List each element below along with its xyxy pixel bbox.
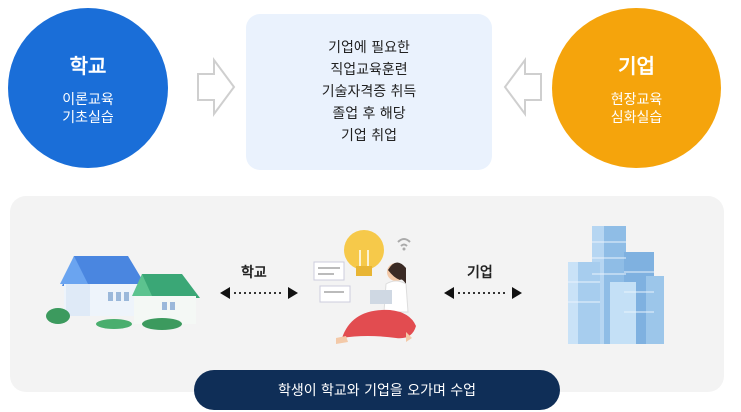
center-line-3: 기술자격증 취득 bbox=[321, 84, 417, 100]
center-line-1: 기업에 필요한 bbox=[328, 40, 410, 56]
student-with-lightbulb-icon bbox=[313, 230, 416, 344]
center-info-box: 기업에 필요한 직업교육훈련 기술자격증 취득 졸업 후 해당 기업 취업 bbox=[246, 14, 492, 170]
company-connector-label: 기업 bbox=[467, 265, 493, 281]
school-connector-label: 학교 bbox=[241, 265, 267, 281]
center-line-2: 직업교육훈련 bbox=[330, 62, 408, 78]
summary-text: 학생이 학교와 기업을 오가며 수업 bbox=[277, 383, 477, 399]
double-arrow-icon bbox=[444, 287, 522, 299]
company-line-2: 심화실습 bbox=[610, 109, 663, 126]
houses-icon bbox=[46, 256, 200, 330]
summary-pill: 학생이 학교와 기업을 오가며 수업 bbox=[194, 370, 560, 410]
buildings-icon bbox=[568, 226, 664, 344]
center-line-5: 기업 취업 bbox=[341, 128, 397, 144]
school-circle: 학교 이론교육 기초실습 bbox=[8, 8, 168, 168]
school-line-2: 기초실습 bbox=[62, 109, 114, 126]
school-title: 학교 bbox=[69, 53, 107, 78]
company-line-1: 현장교육 bbox=[610, 91, 663, 108]
double-arrow-icon bbox=[220, 287, 298, 299]
right-arrow-icon bbox=[197, 56, 236, 118]
company-circle: 기업 현장교육 심화실습 bbox=[552, 8, 721, 168]
company-title: 기업 bbox=[618, 53, 655, 78]
school-line-1: 이론교육 bbox=[62, 91, 114, 108]
center-line-4: 졸업 후 해당 bbox=[332, 106, 406, 122]
left-arrow-icon bbox=[503, 56, 542, 118]
